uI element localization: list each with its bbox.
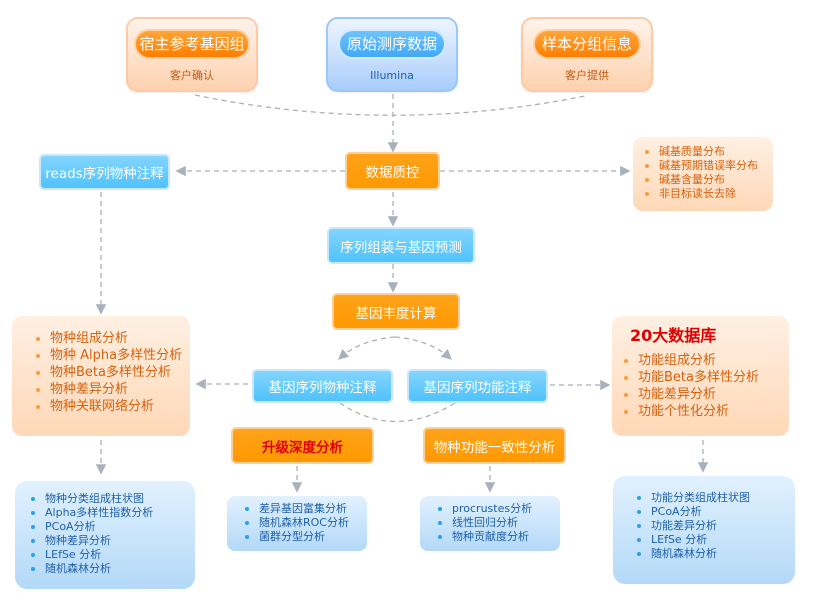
species-output-item: 物种差异分析 bbox=[31, 534, 195, 548]
advanced-output-item: 随机森林ROC分析 bbox=[245, 516, 367, 530]
consistency-output-item: procrustes分析 bbox=[438, 502, 560, 516]
function-output-item: 功能差异分析 bbox=[637, 519, 795, 533]
function-analysis-item: 功能组成分析 bbox=[624, 352, 789, 369]
qc-item: 非目标读长去除 bbox=[645, 187, 773, 201]
qc-step: 数据质控 bbox=[345, 152, 440, 190]
species-analysis-item: 物种 Alpha多样性分析 bbox=[36, 347, 190, 364]
arrow-abundance-split-right bbox=[394, 336, 452, 360]
sample-group-card: 样本分组信息 客户提供 bbox=[521, 17, 653, 92]
species-analysis-item: 物种组成分析 bbox=[36, 330, 190, 347]
species-annotation-step: 基因序列物种注释 bbox=[252, 369, 393, 403]
raw-data-label: 原始测序数据 bbox=[338, 29, 446, 59]
reads-annotation-step: reads序列物种注释 bbox=[39, 154, 170, 190]
function-output-item: 随机森林分析 bbox=[637, 547, 795, 561]
consistency-analysis-step: 物种功能一致性分析 bbox=[423, 427, 566, 464]
advanced-analysis-step: 升级深度分析 bbox=[231, 427, 374, 464]
raw-data-sub: Illumina bbox=[370, 69, 414, 82]
advanced-outputs-list: 差异基因富集分析 随机森林ROC分析 菌群分型分析 bbox=[227, 496, 367, 551]
sample-group-sub: 客户提供 bbox=[565, 69, 609, 82]
host-genome-label: 宿主参考基因组 bbox=[134, 29, 250, 59]
join-curve bbox=[339, 402, 456, 423]
function-annotation-step: 基因序列功能注释 bbox=[407, 369, 548, 403]
consistency-outputs-list: procrustes分析 线性回归分析 物种贡献度分析 bbox=[420, 496, 560, 551]
function-analysis-item: 功能Beta多样性分析 bbox=[624, 369, 789, 386]
merge-curve bbox=[194, 94, 586, 116]
consistency-output-item: 线性回归分析 bbox=[438, 516, 560, 530]
species-analysis-item: 物种差异分析 bbox=[36, 381, 190, 398]
function-analysis-item: 功能差异分析 bbox=[624, 386, 789, 403]
raw-data-card: 原始测序数据 Illumina bbox=[326, 17, 458, 92]
function-analysis-list: 20大数据库 功能组成分析 功能Beta多样性分析 功能差异分析 功能个性化分析 bbox=[612, 316, 789, 436]
consistency-output-item: 物种贡献度分析 bbox=[438, 530, 560, 544]
species-analysis-item: 物种关联网络分析 bbox=[36, 398, 190, 415]
species-output-item: 随机森林分析 bbox=[31, 562, 195, 576]
host-genome-sub: 客户确认 bbox=[170, 69, 214, 82]
qc-item: 碱基预期错误率分布 bbox=[645, 159, 773, 173]
abundance-step: 基因丰度计算 bbox=[332, 293, 460, 330]
assembly-step: 序列组装与基因预测 bbox=[327, 227, 475, 264]
qc-item: 碱基含量分布 bbox=[645, 173, 773, 187]
host-genome-card: 宿主参考基因组 客户确认 bbox=[126, 17, 258, 92]
function-analysis-item: 功能个性化分析 bbox=[624, 403, 789, 420]
function-outputs-list: 功能分类组成柱状图 PCoA分析 功能差异分析 LEfSe 分析 随机森林分析 bbox=[613, 476, 795, 584]
database-title: 20大数据库 bbox=[630, 326, 717, 345]
species-output-item: 物种分类组成柱状图 bbox=[31, 492, 195, 506]
sample-group-label: 样本分组信息 bbox=[533, 29, 641, 59]
species-output-item: LEfSe 分析 bbox=[31, 548, 195, 562]
qc-item: 碱基质量分布 bbox=[645, 145, 773, 159]
function-output-item: LEfSe 分析 bbox=[637, 533, 795, 547]
species-analysis-item: 物种Beta多样性分析 bbox=[36, 364, 190, 381]
arrow-abundance-split-left bbox=[338, 336, 396, 360]
function-output-item: 功能分类组成柱状图 bbox=[637, 491, 795, 505]
species-output-item: Alpha多样性指数分析 bbox=[31, 506, 195, 520]
species-analysis-list: 物种组成分析 物种 Alpha多样性分析 物种Beta多样性分析 物种差异分析 … bbox=[12, 316, 190, 436]
function-output-item: PCoA分析 bbox=[637, 505, 795, 519]
species-output-item: PCoA分析 bbox=[31, 520, 195, 534]
advanced-output-item: 差异基因富集分析 bbox=[245, 502, 367, 516]
species-outputs-list: 物种分类组成柱状图 Alpha多样性指数分析 PCoA分析 物种差异分析 LEf… bbox=[15, 481, 195, 589]
advanced-output-item: 菌群分型分析 bbox=[245, 530, 367, 544]
qc-items-list: 碱基质量分布 碱基预期错误率分布 碱基含量分布 非目标读长去除 bbox=[633, 137, 773, 211]
